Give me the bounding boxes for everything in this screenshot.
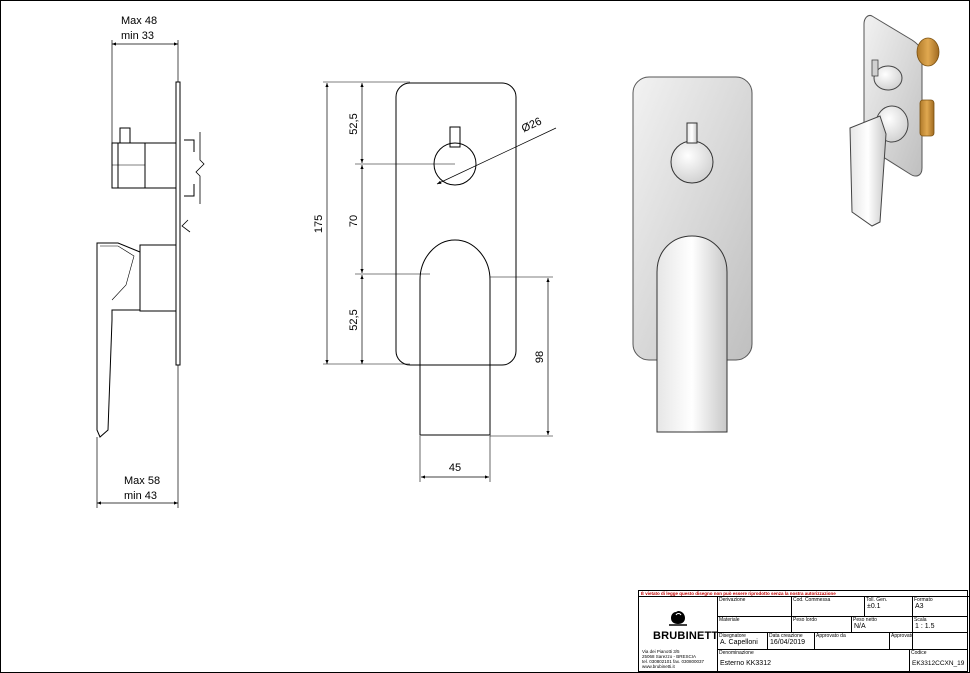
field-disegnatore: Disegnatore A. Capelloni [718,633,768,650]
field-toll-gen: Toll. Gen. ±0.1 [865,597,913,617]
side-top-min-label: min 33 [121,30,154,42]
dim-handle-width: 45 [449,462,461,474]
dim-diameter: Ø26 [520,115,544,135]
brand-logo-icon [669,611,687,626]
front-view [323,81,557,482]
field-data-creazione: Data creazione 16/04/2019 [768,633,815,650]
isometric-render [849,15,940,227]
title-block: È vietato di legge questo disegno non pu… [638,590,969,672]
field-approvato-da: Approvato da [815,633,890,650]
side-bottom-max-label: Max 58 [124,475,160,487]
side-bottom-min-label: min 43 [124,490,157,502]
side-view [96,40,205,508]
logo-cell: BRUBINETTI Via dei Pianotti 3/5 25068 Sa… [639,597,718,672]
projection-cell [913,633,968,650]
shaded-front-render [632,76,753,433]
address-line-1: Via dei Pianotti 3/5 [642,649,680,654]
dim-total-height: 175 [313,215,325,233]
front-view-dimensions: 175 52,5 70 52,5 Ø26 98 45 [313,113,546,474]
copyright-warning: È vietato di legge questo disegno non pu… [639,591,969,597]
side-top-max-label: Max 48 [121,15,157,27]
field-cod-commessa: Cod. Commessa [792,597,865,617]
dim-handle-height: 98 [534,351,546,363]
field-peso-netto: Peso netto N/A [852,617,913,633]
field-materiale: Materiale [718,617,792,633]
field-codice: Codice EK3312CCXN_19 [911,650,965,667]
dim-middle-section: 70 [348,215,360,227]
field-approvato-il: Approvato il [890,633,913,650]
field-derivazione: Derivazione [718,597,792,617]
address-line-2: 25068 Sarezzo - BRESCIA [642,654,697,659]
address-line-3: tel. 030802101 fax. 030800037 [642,659,705,664]
field-peso-lordo: Peso lordo [792,617,852,633]
dim-top-section: 52,5 [348,113,360,134]
field-denominazione: Denominazione Esterno KK3312 [718,650,910,672]
side-view-dimensions: Max 48 min 33 Max 58 min 43 [121,15,160,502]
dim-bottom-section: 52,5 [348,309,360,330]
field-formato: Formato A3 [913,597,968,617]
brand-name: BRUBINETTI [653,630,718,642]
address-line-4: www.brubinetti.it [642,664,675,669]
field-scala: Scala 1 : 1.5 [913,617,968,633]
